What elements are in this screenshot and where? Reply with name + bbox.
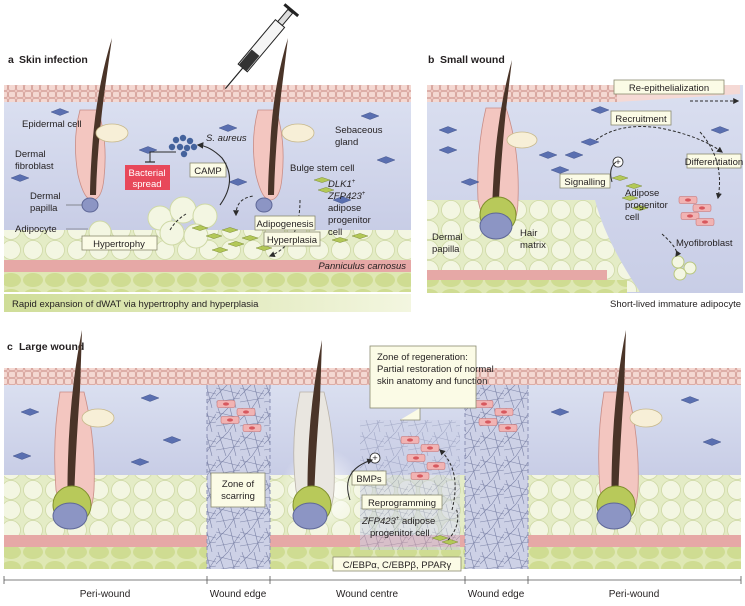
hypertrophy-label: Hypertrophy xyxy=(93,239,145,250)
plus-b: + xyxy=(615,157,621,168)
hypertrophy-box xyxy=(81,235,158,251)
epidermal-cell-label: Epidermal cell xyxy=(22,119,82,130)
zone-scarring-label-1: Zone of xyxy=(222,479,255,490)
bacterial-spread-label-1: Bacterial xyxy=(129,168,166,179)
adipose-progenitor-b-3: cell xyxy=(625,212,639,223)
panniculus-label: Panniculus carnosus xyxy=(318,261,406,272)
panel-c-title: Large wound xyxy=(19,341,84,353)
dlk1-label: DLK1+ xyxy=(328,179,356,190)
re-epithelialization-box xyxy=(613,79,725,95)
s-aureus-label: S. aureus xyxy=(206,133,247,144)
bacterial-spread-box xyxy=(125,165,170,190)
hyperplasia-box xyxy=(263,231,321,247)
immature-adipocytes xyxy=(671,255,697,281)
callout-pointer xyxy=(400,408,421,421)
hair-follicle-2 xyxy=(253,38,315,213)
immature-adipocyte-label: Short-lived immature adipocyte xyxy=(610,299,741,310)
dwat-banner-text: Rapid expansion of dWAT via hypertrophy … xyxy=(12,299,259,310)
epidermis-b xyxy=(427,85,617,102)
base-layer xyxy=(4,272,411,292)
dermal-fibroblast-label-2: fibroblast xyxy=(15,161,54,172)
plus-c: + xyxy=(372,453,378,464)
plus-icon-b xyxy=(612,156,624,168)
bmps-label: BMPs xyxy=(356,474,382,485)
hyperplasia-label: Hyperplasia xyxy=(267,235,318,246)
base-b xyxy=(427,280,627,293)
hair-follicle-b xyxy=(477,60,538,240)
re-epithelialization-label: Re-epithelialization xyxy=(629,83,709,94)
axis-peri-wound-left: Peri-wound xyxy=(80,589,131,600)
panel-b: b Small wound xyxy=(427,54,743,310)
adipose-progenitor-b-2: progenitor xyxy=(625,200,668,211)
camp-label: CAMP xyxy=(194,166,221,177)
recruitment-label: Recruitment xyxy=(615,114,667,125)
panel-a-letter: a xyxy=(8,54,14,66)
panel-a: a Skin infection xyxy=(4,3,411,312)
zone-regeneration-box xyxy=(369,345,477,409)
panniculus-b xyxy=(427,270,607,280)
sebaceous-label-1: Sebaceous xyxy=(335,125,383,136)
zone-regeneration-label-3: skin anatomy and function xyxy=(377,376,487,387)
panniculus-layer xyxy=(4,260,411,272)
signalling-label: Signalling xyxy=(564,177,605,188)
hair-matrix-b-1: Hair xyxy=(520,228,537,239)
zone-regeneration-label-2: Partial restoration of normal xyxy=(377,364,494,375)
hair-follicle-c2 xyxy=(280,340,364,532)
hair-matrix-b-2: matrix xyxy=(520,240,546,251)
panel-b-letter: b xyxy=(428,54,434,66)
hair-follicle-c1 xyxy=(52,330,115,530)
myofibroblast-label: Myofibroblast xyxy=(676,238,733,249)
zfp423-label: ZFP423+ xyxy=(327,191,366,202)
syringe-icon xyxy=(224,3,300,90)
signalling-box xyxy=(559,173,611,189)
dermal-fibroblast-label-1: Dermal xyxy=(15,149,46,160)
adipose-progenitor-a-3: cell xyxy=(328,227,342,238)
axis-wound-edge-right: Wound edge xyxy=(468,589,525,600)
progenitor-c-label: progenitor cell xyxy=(370,528,430,539)
hair-follicle-1 xyxy=(75,38,129,213)
panel-c: c Large wound xyxy=(3,330,742,600)
dermal-papilla-label-1: Dermal xyxy=(30,191,61,202)
adipocyte-label: Adipocyte xyxy=(15,224,57,235)
adipose-progenitor-a-2: progenitor xyxy=(328,215,371,226)
zone-scarring-box xyxy=(210,472,266,508)
cebp-label: C/EBPα, C/EBPβ, PPARγ xyxy=(343,560,452,571)
dermal-papilla-label-2: papilla xyxy=(30,203,58,214)
dwat-banner xyxy=(4,294,411,312)
zone-scarring-label-2: scarring xyxy=(221,491,255,502)
axis-wound-centre: Wound centre xyxy=(336,589,399,600)
camp-box xyxy=(189,162,227,178)
bacterial-spread-label-2: spread xyxy=(132,179,161,190)
reprogramming-box xyxy=(361,494,443,510)
adipose-progenitor-b-1: Adipose xyxy=(625,188,659,199)
panel-b-title: Small wound xyxy=(440,54,505,66)
bulge-stem-label: Bulge stem cell xyxy=(290,163,354,174)
dermal-papilla-b-1: Dermal xyxy=(432,232,463,243)
axis-peri-wound-right: Peri-wound xyxy=(609,589,660,600)
dermal-papilla-b-2: papilla xyxy=(432,244,460,255)
differentiation-label: Differentiation xyxy=(685,157,743,168)
axis-wound-edge-left: Wound edge xyxy=(210,589,267,600)
epidermis xyxy=(4,85,411,102)
recruitment-box xyxy=(610,110,672,126)
expanded-adipocytes xyxy=(88,196,218,249)
zone-regeneration-label-1: Zone of regeneration: xyxy=(377,352,468,363)
reprogramming-label: Reprogramming xyxy=(368,498,436,509)
sebaceous-label-2: gland xyxy=(335,137,358,148)
panel-c-letter: c xyxy=(7,341,13,353)
hair-follicle-c3 xyxy=(596,330,663,530)
adipogenesis-label: Adipogenesis xyxy=(256,219,313,230)
cebp-box xyxy=(332,556,462,572)
panel-a-title: Skin infection xyxy=(19,54,88,66)
adipose-progenitor-a-1: adipose xyxy=(328,203,361,214)
adipogenesis-box xyxy=(254,215,316,231)
zfp423-c-label: ZFP423+ adipose xyxy=(361,516,435,527)
bmps-box xyxy=(351,470,387,486)
